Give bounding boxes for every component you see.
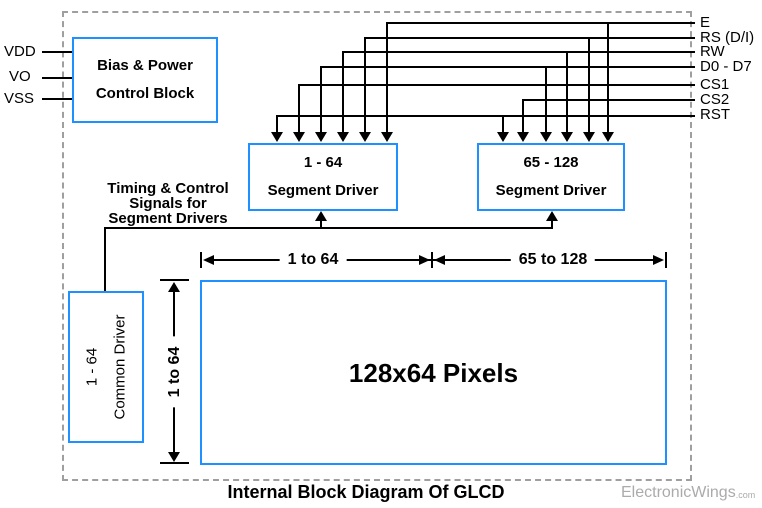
glcd-module-boundary xyxy=(62,11,692,481)
segment-driver-right-block: 65 - 128 Segment Driver xyxy=(477,143,625,211)
drop-e-right xyxy=(607,22,609,132)
signal-line-rw xyxy=(342,51,695,53)
arrowhead-vdim-bottom-icon xyxy=(168,452,180,462)
hdim-middle-tick xyxy=(431,252,433,268)
drop-d0-d7-right xyxy=(545,66,547,132)
common-driver-block: 1 - 64 Common Driver xyxy=(68,291,144,443)
bias-power-label-line1: Bias & Power xyxy=(97,57,193,74)
diagram-caption: Internal Block Diagram Of GLCD xyxy=(227,482,505,502)
hdim-left-label: 1 to 64 xyxy=(279,251,347,269)
pin-label-vss: VSS xyxy=(4,90,35,107)
drop-cs1-left xyxy=(298,84,300,132)
signal-line-d0-d7 xyxy=(320,66,695,68)
hdim-right-label: 65 to 128 xyxy=(510,251,596,269)
signal-label-cs1: CS1 xyxy=(700,76,730,93)
signal-label-rw: RW xyxy=(700,43,725,60)
signal-label-d0-d7: D0 - D7 xyxy=(700,58,752,75)
arrowhead-timing-left-icon xyxy=(315,211,327,221)
drop-rw-left xyxy=(342,51,344,132)
arrowhead-hdim-rightend-icon xyxy=(653,255,664,265)
drop-d0-d7-left xyxy=(320,66,322,132)
signal-line-rs xyxy=(364,37,695,39)
signal-line-rst xyxy=(276,115,695,117)
drop-rst-left xyxy=(276,115,278,132)
segment-driver-left-range: 1 - 64 xyxy=(303,154,343,171)
timing-note-line2: Signals for xyxy=(129,195,207,212)
arrowhead-rw-left-icon xyxy=(337,132,349,142)
bias-power-control-block: Bias & Power Control Block xyxy=(72,37,218,123)
vo-line xyxy=(42,77,72,79)
arrowhead-d0-d7-right-icon xyxy=(540,132,552,142)
signal-label-rs: RS (D/I) xyxy=(700,29,755,46)
bias-power-label-line2: Control Block xyxy=(95,85,195,102)
common-driver-label: Common Driver xyxy=(111,314,129,420)
arrowhead-rw-right-icon xyxy=(561,132,573,142)
arrowhead-hdim-leftend-icon xyxy=(203,255,214,265)
watermark-brand: ElectronicWings xyxy=(621,484,736,501)
arrowhead-hdim-midleft-icon xyxy=(419,255,430,265)
hdim-left-tick xyxy=(200,252,202,268)
arrowhead-rs-right-icon xyxy=(583,132,595,142)
vdd-line xyxy=(42,51,72,53)
timing-bus-line xyxy=(104,227,553,229)
vdim-bottom-cap xyxy=(160,462,189,464)
segment-driver-right-label: Segment Driver xyxy=(495,182,607,199)
hdim-line xyxy=(213,259,654,261)
drop-e-left xyxy=(386,22,388,132)
common-driver-range: 1 - 64 xyxy=(83,347,101,387)
arrowhead-cs1-left-icon xyxy=(293,132,305,142)
pixel-area-block: 128x64 Pixels xyxy=(200,280,667,465)
timing-note-line1: Timing & Control xyxy=(107,180,229,197)
vss-line xyxy=(42,98,72,100)
arrowhead-e-left-icon xyxy=(381,132,393,142)
vdim-label: 1 to 64 xyxy=(164,336,186,408)
timing-control-note: Timing & Control Signals for Segment Dri… xyxy=(88,181,248,226)
arrowhead-d0-d7-left-icon xyxy=(315,132,327,142)
watermark-suffix: .com xyxy=(735,490,756,500)
drop-rs-right xyxy=(588,37,590,132)
timing-branch-right xyxy=(551,220,553,229)
arrowhead-timing-right-icon xyxy=(546,211,558,221)
drop-rw-right xyxy=(566,51,568,132)
arrowhead-e-right-icon xyxy=(602,132,614,142)
pixel-area-label: 128x64 Pixels xyxy=(348,357,519,388)
arrowhead-cs2-right-icon xyxy=(517,132,529,142)
signal-label-cs2: CS2 xyxy=(700,91,730,108)
signal-label-rst: RST xyxy=(700,106,730,123)
arrowhead-rs-left-icon xyxy=(359,132,371,142)
watermark: ElectronicWings.com xyxy=(621,484,755,502)
drop-rs-left xyxy=(364,37,366,132)
drop-rst-right xyxy=(502,115,504,132)
segment-driver-right-range: 65 - 128 xyxy=(523,154,579,171)
timing-branch-left xyxy=(320,220,322,229)
timing-line-to-common-driver xyxy=(104,227,106,291)
hdim-right-tick xyxy=(665,252,667,268)
arrowhead-hdim-midright-icon xyxy=(434,255,445,265)
arrowhead-rst-left-icon xyxy=(271,132,283,142)
pin-label-vo: VO xyxy=(9,68,31,85)
timing-note-line3: Segment Drivers xyxy=(108,210,228,227)
common-driver-rotated-text: 1 - 64 Common Driver xyxy=(83,314,129,420)
segment-driver-left-block: 1 - 64 Segment Driver xyxy=(248,143,398,211)
pin-label-vdd: VDD xyxy=(4,43,36,60)
segment-driver-left-label: Segment Driver xyxy=(267,182,379,199)
arrowhead-vdim-top-icon xyxy=(168,282,180,292)
drop-cs2-right xyxy=(522,99,524,132)
arrowhead-rst-right-icon xyxy=(497,132,509,142)
signal-label-e: E xyxy=(700,14,711,31)
signal-line-cs1 xyxy=(298,84,695,86)
vdim-top-cap xyxy=(160,279,189,281)
signal-line-e xyxy=(386,22,695,24)
